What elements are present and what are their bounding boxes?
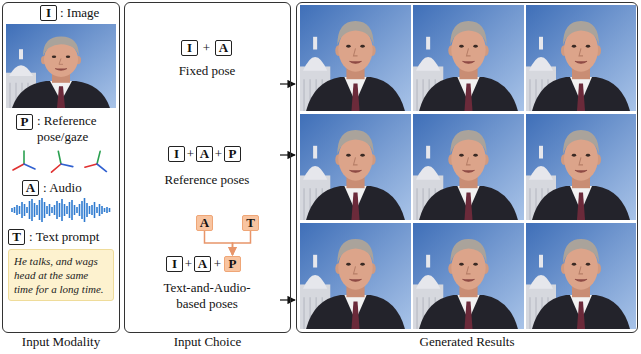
- result-frame: [526, 5, 636, 111]
- plus-sign: +: [184, 146, 198, 162]
- modality-letter-box: T: [8, 229, 25, 245]
- input-portrait: [6, 24, 116, 108]
- modality-letter: T: [12, 230, 21, 244]
- result-frame: [526, 114, 636, 220]
- modality-letter: A: [200, 147, 209, 161]
- result-frame: [300, 5, 411, 111]
- row-arrow: [280, 299, 295, 300]
- panel-frame: Generated Results: [296, 2, 638, 333]
- modality-letter: A: [26, 181, 35, 195]
- annotation-label: : Text prompt: [29, 229, 99, 245]
- row-arrow: [280, 83, 295, 84]
- modality-letter: I: [174, 147, 179, 161]
- result-frame: [300, 114, 411, 220]
- row-arrow: [280, 154, 295, 155]
- result-frame: [413, 223, 524, 329]
- row-arrows: [280, 84, 295, 300]
- modality-letter-box: I: [168, 146, 185, 162]
- modality-letter-box: P: [224, 256, 241, 272]
- plus-sign: +: [200, 40, 214, 56]
- annotation-label: Fixed pose: [147, 63, 267, 79]
- result-frame: [526, 223, 636, 329]
- audio-waveform: [12, 198, 110, 222]
- panel-caption: Generated Results: [297, 334, 637, 350]
- annotation-label: : Image: [60, 5, 99, 21]
- pose-axis-glyphs: [13, 149, 111, 173]
- result-grid: [300, 5, 636, 329]
- result-frame: [300, 223, 411, 329]
- modality-letter-box: P: [224, 146, 241, 162]
- panel-caption: Input Modality: [3, 334, 119, 350]
- modality-letter-box: I: [40, 5, 57, 21]
- modality-letter: P: [21, 115, 29, 129]
- annotation-label: : Reference pose/gaze: [37, 113, 117, 145]
- modality-letter-box: A: [196, 146, 213, 162]
- text-prompt-box: He talks, and wags head at the same time…: [8, 249, 114, 301]
- modality-letter: A: [200, 216, 209, 230]
- modality-letter: T: [246, 216, 255, 230]
- plus-sign: +: [211, 256, 225, 272]
- modality-letter-box: A: [196, 215, 213, 231]
- modality-letter-box: T: [242, 215, 259, 231]
- modality-letter: A: [198, 257, 207, 271]
- prompt-text: He talks, and wags head at the same time…: [14, 254, 108, 296]
- modality-letter: P: [229, 257, 237, 271]
- modality-letter-box: P: [16, 114, 33, 130]
- modality-letter-box: A: [194, 256, 211, 272]
- panel-frame: Input ModalityIPATHe talks, and wags hea…: [2, 2, 120, 333]
- modality-letter: A: [219, 41, 228, 55]
- annotation-label: Reference poses: [142, 172, 272, 188]
- modality-letter-box: A: [215, 40, 232, 56]
- modality-letter-box: A: [22, 180, 39, 196]
- plus-sign: +: [182, 256, 196, 272]
- panel-caption: Input Choice: [125, 334, 290, 350]
- result-frame: [413, 114, 524, 220]
- modality-letter: I: [172, 257, 177, 271]
- modality-letter: I: [46, 6, 51, 20]
- plus-sign: +: [212, 146, 226, 162]
- modality-letter: I: [187, 41, 192, 55]
- pose-merge-arrow: [205, 231, 233, 255]
- axis-glyph: [13, 151, 35, 170]
- axis-glyph: [48, 149, 73, 172]
- annotation-label: Text-and-Audio- based poses: [155, 280, 259, 312]
- modality-letter-box: I: [166, 256, 183, 272]
- result-frame: [413, 5, 524, 111]
- pose-merge-arrow: [233, 231, 251, 255]
- annotation-label: : Audio: [43, 180, 82, 196]
- modality-letter: P: [229, 147, 237, 161]
- modality-letter-box: I: [181, 40, 198, 56]
- axis-glyph: [85, 149, 111, 173]
